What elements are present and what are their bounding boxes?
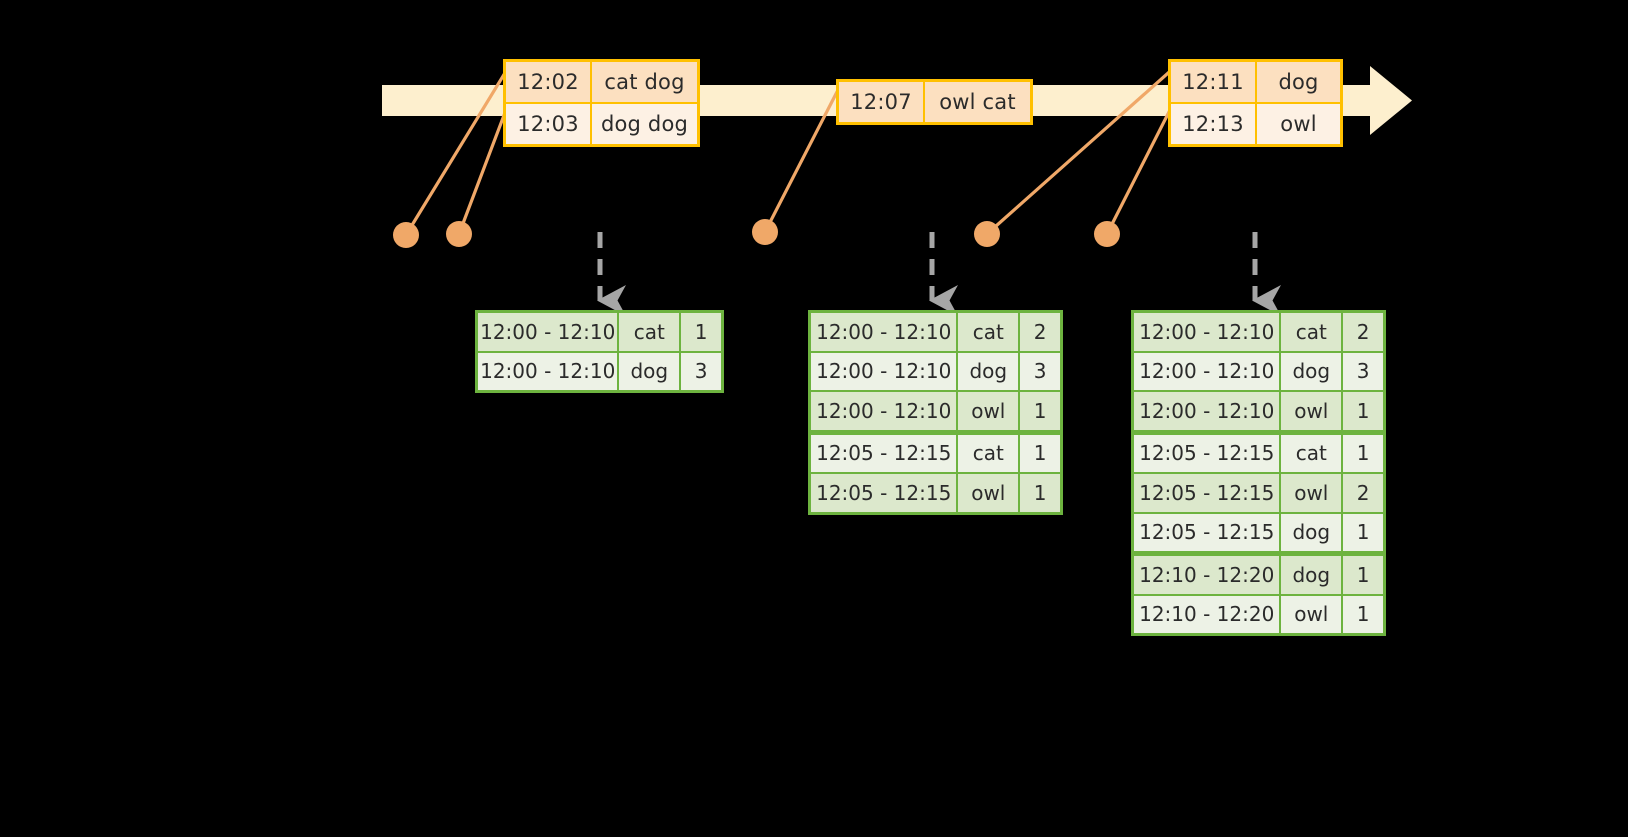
result-table-3: 12:00 - 12:10 cat 2 12:00 - 12:10 dog 3 …: [1131, 310, 1386, 636]
event-time: 12:02: [506, 62, 592, 102]
event-row: 12:02 cat dog: [506, 62, 697, 102]
table-row: 12:00 - 12:10 dog 3: [478, 350, 721, 390]
event-box-group-3: 12:11 dog 12:13 owl: [1168, 59, 1343, 147]
cell-count: 2: [1343, 474, 1383, 512]
table-row: 12:00 - 12:10 dog 3: [1134, 350, 1383, 390]
cell-window: 12:05 - 12:15: [1134, 513, 1282, 551]
event-time: 12:07: [839, 82, 925, 122]
connector-dot-4: [974, 221, 1000, 247]
table-row: 12:00 - 12:10 dog 3: [811, 350, 1060, 390]
table-row: 12:00 - 12:10 owl 1: [1134, 390, 1383, 433]
cell-word: cat: [1281, 434, 1344, 472]
cell-word: dog: [1281, 352, 1344, 390]
cell-count: 1: [1343, 513, 1383, 551]
event-words: dog dog: [592, 104, 697, 144]
table-row: 12:00 - 12:10 cat 2: [811, 313, 1060, 351]
result-table-2: 12:00 - 12:10 cat 2 12:00 - 12:10 dog 3 …: [808, 310, 1063, 515]
event-row: 12:03 dog dog: [506, 102, 697, 144]
cell-window: 12:05 - 12:15: [811, 474, 959, 512]
cell-window: 12:05 - 12:15: [1134, 434, 1282, 472]
cell-window: 12:00 - 12:10: [478, 313, 620, 351]
table-row: 12:05 - 12:15 owl 1: [811, 472, 1060, 512]
connector-dot-5: [1094, 221, 1120, 247]
cell-count: 1: [681, 313, 721, 351]
cell-count: 1: [1343, 556, 1383, 594]
table-row: 12:00 - 12:10 cat 1: [478, 313, 721, 351]
cell-window: 12:00 - 12:10: [478, 352, 620, 390]
cell-count: 3: [1020, 352, 1060, 390]
table-row: 12:10 - 12:20 dog 1: [1134, 554, 1383, 594]
table-row: 12:05 - 12:15 cat 1: [1134, 432, 1383, 472]
event-box-group-2: 12:07 owl cat: [836, 79, 1033, 125]
table-row: 12:05 - 12:15 cat 1: [811, 432, 1060, 472]
cell-word: cat: [619, 313, 682, 351]
cell-word: cat: [958, 313, 1021, 351]
cell-count: 3: [1343, 352, 1383, 390]
cell-window: 12:00 - 12:10: [811, 352, 959, 390]
cell-word: owl: [1281, 595, 1344, 633]
emit-arrows: [596, 232, 1281, 316]
event-time: 12:03: [506, 104, 592, 144]
cell-window: 12:00 - 12:10: [1134, 352, 1282, 390]
event-time: 12:11: [1171, 62, 1257, 102]
connector-dot-1: [393, 222, 419, 248]
event-words: dog: [1257, 62, 1340, 102]
connector-dots: [393, 219, 1120, 248]
cell-word: owl: [958, 392, 1021, 430]
cell-count: 2: [1020, 313, 1060, 351]
cell-word: owl: [958, 474, 1021, 512]
event-time: 12:13: [1171, 104, 1257, 144]
connector-dot-2: [446, 221, 472, 247]
cell-word: cat: [958, 434, 1021, 472]
cell-count: 1: [1343, 434, 1383, 472]
event-row: 12:13 owl: [1171, 102, 1340, 144]
cell-window: 12:05 - 12:15: [811, 434, 959, 472]
cell-word: owl: [1281, 474, 1344, 512]
event-words: owl: [1257, 104, 1340, 144]
connector-dot-3: [752, 219, 778, 245]
cell-word: owl: [1281, 392, 1344, 430]
cell-count: 2: [1343, 313, 1383, 351]
cell-count: 1: [1020, 434, 1060, 472]
table-row: 12:05 - 12:15 dog 1: [1134, 511, 1383, 554]
cell-word: dog: [958, 352, 1021, 390]
cell-count: 1: [1020, 392, 1060, 430]
event-box-group-1: 12:02 cat dog 12:03 dog dog: [503, 59, 700, 147]
cell-window: 12:00 - 12:10: [1134, 392, 1282, 430]
table-row: 12:00 - 12:10 owl 1: [811, 390, 1060, 433]
cell-count: 1: [1343, 392, 1383, 430]
cell-count: 3: [681, 352, 721, 390]
cell-window: 12:10 - 12:20: [1134, 556, 1282, 594]
cell-word: cat: [1281, 313, 1344, 351]
cell-window: 12:00 - 12:10: [1134, 313, 1282, 351]
table-row: 12:05 - 12:15 owl 2: [1134, 472, 1383, 512]
cell-window: 12:00 - 12:10: [811, 392, 959, 430]
event-row: 12:11 dog: [1171, 62, 1340, 102]
cell-window: 12:05 - 12:15: [1134, 474, 1282, 512]
event-words: owl cat: [925, 82, 1030, 122]
cell-word: dog: [1281, 513, 1344, 551]
cell-word: dog: [619, 352, 682, 390]
cell-window: 12:00 - 12:10: [811, 313, 959, 351]
cell-word: dog: [1281, 556, 1344, 594]
table-row: 12:10 - 12:20 owl 1: [1134, 593, 1383, 633]
event-row: 12:07 owl cat: [839, 82, 1030, 122]
cell-count: 1: [1020, 474, 1060, 512]
result-table-1: 12:00 - 12:10 cat 1 12:00 - 12:10 dog 3: [475, 310, 724, 393]
event-words: cat dog: [592, 62, 697, 102]
cell-window: 12:10 - 12:20: [1134, 595, 1282, 633]
cell-count: 1: [1343, 595, 1383, 633]
table-row: 12:00 - 12:10 cat 2: [1134, 313, 1383, 351]
